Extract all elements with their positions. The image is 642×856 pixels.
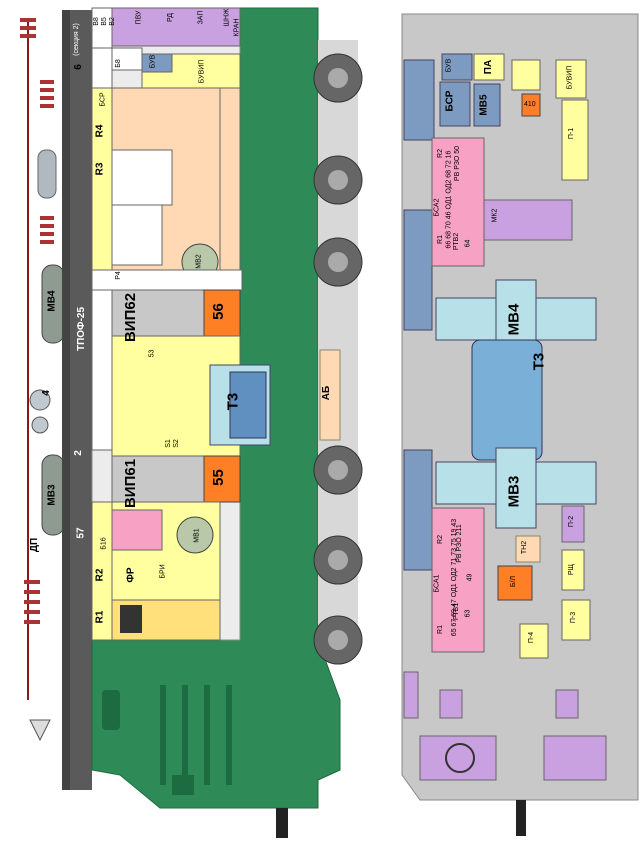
v2-label: В2 xyxy=(108,17,116,26)
ab-label: АБ xyxy=(321,385,333,401)
bsr-right-label: БСР xyxy=(444,90,456,112)
section-number: 6 xyxy=(72,64,84,70)
pvu-label: ПВУ xyxy=(135,10,143,25)
n49-label: 49 xyxy=(466,573,474,582)
box-410-label: 410 xyxy=(524,101,536,108)
cab-vents xyxy=(102,685,232,795)
buvip-left-label: БУВИП xyxy=(198,59,206,84)
bogies xyxy=(313,40,363,665)
r3-label: R3 xyxy=(94,162,106,176)
n63-label: 63 xyxy=(464,609,472,618)
rd-label: РД xyxy=(166,13,174,22)
bsr-left-label: БСР xyxy=(99,92,107,107)
p1-label: П-1 xyxy=(568,127,576,140)
bsa2-row-a: 66 68 70 46 ОД1 ОД2 68 72 16 xyxy=(445,150,453,249)
mv2-label: МВ2 xyxy=(195,254,203,269)
s1-label: S1 xyxy=(164,439,172,448)
s2-label: S2 xyxy=(172,439,180,448)
bsa1-label: БСА1 xyxy=(433,574,441,593)
v8-label: В8 xyxy=(92,17,100,26)
tn2-label: ТН2 xyxy=(521,540,529,555)
buv-left-label: БУВ xyxy=(149,54,157,69)
box-56 xyxy=(203,289,241,337)
tpof-label: ТПОФ-25 xyxy=(76,306,88,352)
buvip-right-label: БУВИП xyxy=(566,65,574,90)
vip62-label: ВИП62 xyxy=(122,292,140,343)
mv3-fan xyxy=(495,447,537,529)
n64-label: 64 xyxy=(464,239,472,248)
bsa2-row-b: РВ РЗО 50 xyxy=(454,145,462,182)
box-55 xyxy=(203,455,241,503)
label-2: 2 xyxy=(72,450,84,456)
p2-label: П-2 xyxy=(568,515,576,528)
box-55-label: 55 xyxy=(209,469,227,486)
mv1-fan xyxy=(176,516,214,554)
dp-label: ДП xyxy=(29,537,41,553)
n53-label: 53 xyxy=(148,349,156,358)
mv1-label: МВ1 xyxy=(193,528,201,543)
bri-label: БРИ xyxy=(159,564,167,579)
mv4-left-label: МВ4 xyxy=(46,290,58,312)
bsa1-cabinet xyxy=(431,507,485,653)
p3-label: П-3 xyxy=(570,611,578,624)
box-56-label: 56 xyxy=(209,303,227,320)
rtv1-label: РТВ1 xyxy=(453,602,461,621)
fr-label: ФР xyxy=(125,567,137,583)
coupler-right xyxy=(516,800,526,836)
mv3-left-label: МВ3 xyxy=(46,484,58,506)
rtv2-label: РТВ2 xyxy=(453,232,461,251)
top-violet-panel xyxy=(111,7,241,47)
side-bar xyxy=(70,10,92,790)
section-note: (секция 2) xyxy=(72,23,80,56)
label-4: 4 xyxy=(40,390,52,396)
mk2-label: МК2 xyxy=(491,208,499,223)
mv3-right-label: МВ3 xyxy=(505,475,523,508)
label-57: 57 xyxy=(75,527,87,539)
b8-label: Б8 xyxy=(114,59,122,68)
buv-right-label: БУВ xyxy=(445,58,453,73)
bsa1-r2-label: R2 xyxy=(436,535,444,544)
bsa2-r2-label: R2 xyxy=(436,149,444,158)
v5-label: В5 xyxy=(100,17,108,26)
ab-battery xyxy=(319,349,341,441)
t3-right-label: Т3 xyxy=(530,352,548,371)
roof-line xyxy=(62,10,70,790)
shh-label: ШНЖ xyxy=(223,8,231,27)
coupler-left xyxy=(276,808,288,838)
r1-label: R1 xyxy=(94,610,106,624)
t3-left-label: Т3 xyxy=(224,392,242,411)
pa-label: ПА xyxy=(483,59,495,75)
vip61-label: ВИП61 xyxy=(122,458,140,509)
r2-label: R2 xyxy=(94,568,106,582)
bl-label: Б/Л xyxy=(510,575,518,588)
mv5-label: МВ5 xyxy=(478,94,490,116)
roof-equipment xyxy=(0,8,65,742)
bsa2-label: БСА2 xyxy=(433,198,441,217)
b16-label: Б16 xyxy=(100,537,108,550)
p4-label: П-4 xyxy=(528,631,536,644)
bsa2-r1-label: R1 xyxy=(436,235,444,244)
mv4-right-label: МВ4 xyxy=(505,303,523,336)
r4-small-label: Р4 xyxy=(114,271,122,280)
rsh-label: РЩ xyxy=(568,563,576,576)
kran-label: КРАН xyxy=(233,18,241,37)
bsa1-r1-label: R1 xyxy=(436,625,444,634)
zap-label: ЗАП xyxy=(197,10,205,25)
r4-label: R4 xyxy=(94,124,106,138)
bsa1-row-b: РВ РЗО 211 xyxy=(455,524,463,563)
